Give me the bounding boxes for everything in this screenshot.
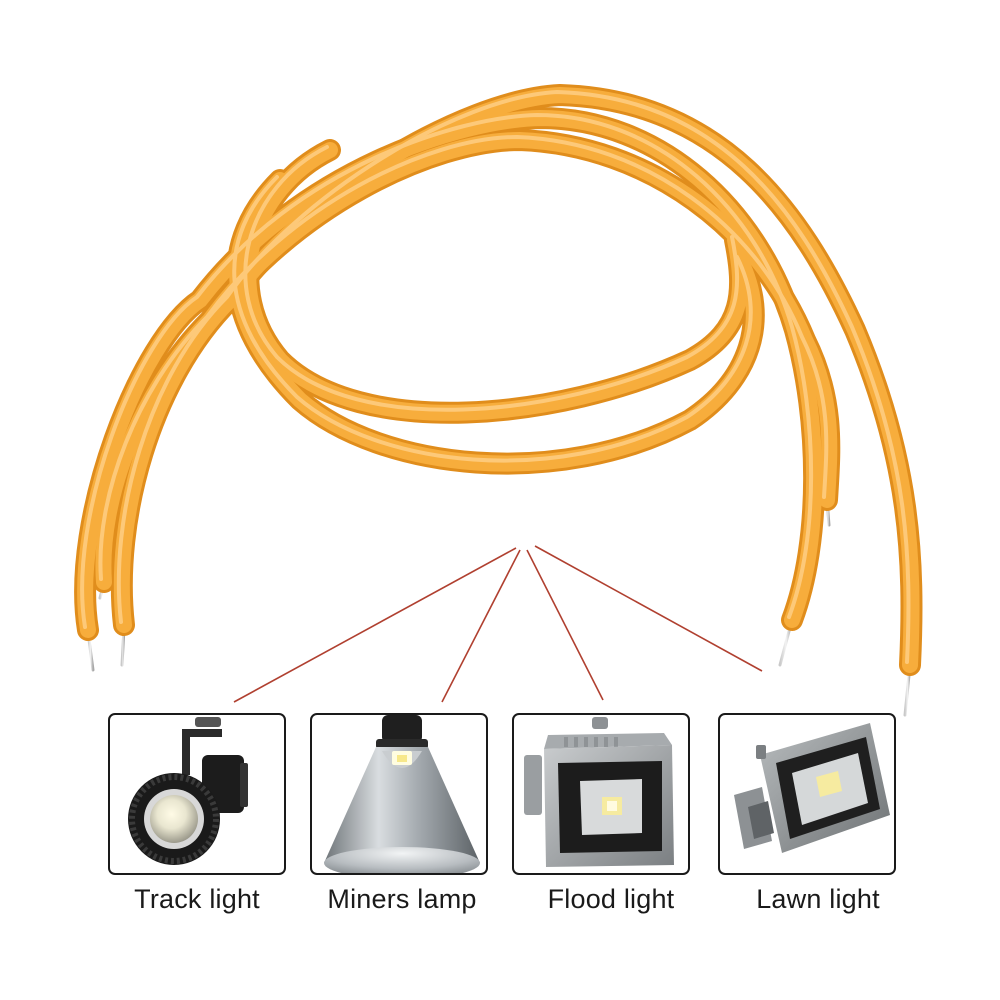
track-light-icon xyxy=(128,717,248,865)
application-label-track-light: Track light xyxy=(134,884,260,914)
connector-line-lawn-light xyxy=(534,545,763,672)
connector-lines xyxy=(233,545,763,703)
application-label-lawn-light: Lawn light xyxy=(756,884,880,914)
flood-light-icon xyxy=(524,717,674,867)
application-card-track-light xyxy=(108,713,286,875)
lawn-light-icon xyxy=(734,723,890,853)
cob-filament-strands xyxy=(74,83,923,676)
connector-line-track-light xyxy=(233,547,517,703)
miners-lamp-icon xyxy=(324,715,480,873)
application-label-flood-light: Flood light xyxy=(547,884,675,914)
application-card-flood-light xyxy=(512,713,690,875)
application-card-miners-lamp xyxy=(310,713,488,875)
application-card-lawn-light xyxy=(718,713,896,875)
connector-line-miners-lamp xyxy=(441,549,521,703)
application-label-miners-lamp: Miners lamp xyxy=(327,884,477,914)
connector-line-flood-light xyxy=(526,549,604,701)
